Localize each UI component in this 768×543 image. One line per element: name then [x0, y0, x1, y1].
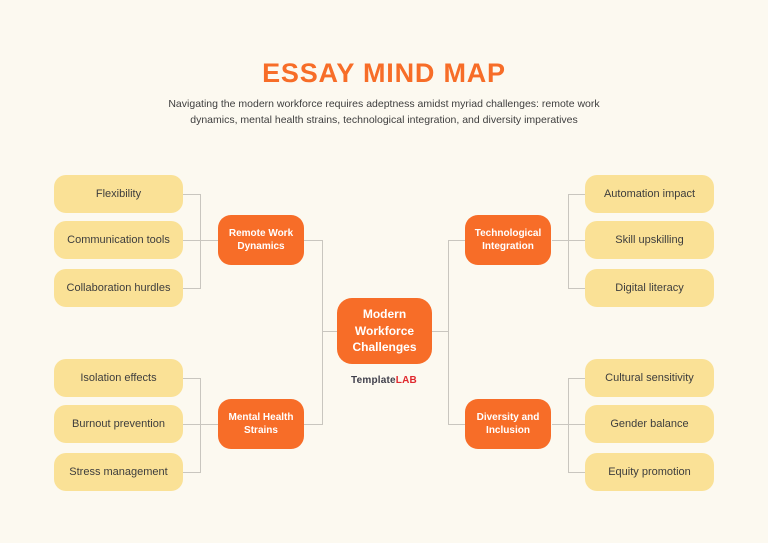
- templatelab-logo: TemplateLAB: [0, 375, 768, 386]
- connector-center-right: [431, 331, 448, 332]
- page-subtitle: Navigating the modern workforce requires…: [168, 98, 600, 127]
- leaf-automation-impact: Automation impact: [585, 175, 714, 213]
- page-title: ESSAY MIND MAP: [262, 58, 506, 88]
- logo-text-lab: LAB: [395, 375, 417, 386]
- connector-equity-promotion: [568, 472, 585, 473]
- leaf-equity-promotion: Equity promotion: [585, 453, 714, 491]
- connector-communication-tools: [183, 240, 218, 241]
- connector-stress-management: [183, 472, 200, 473]
- leaf-burnout-prevention: Burnout prevention: [54, 405, 183, 443]
- leaf-digital-literacy: Digital literacy: [585, 269, 714, 307]
- connector-rail-center-right: [448, 240, 449, 425]
- connector-cultural-sensitivity: [568, 378, 585, 379]
- connector-diversity: [448, 424, 466, 425]
- connector-digital-literacy: [568, 288, 585, 289]
- connector-center-left: [322, 331, 337, 332]
- connector-flexibility: [183, 194, 200, 195]
- central-topic: Modern Workforce Challenges: [337, 298, 432, 364]
- branch-remote-work-dynamics: Remote Work Dynamics: [218, 215, 304, 265]
- leaf-skill-upskilling: Skill upskilling: [585, 221, 714, 259]
- connector-rail-right-top: [568, 194, 569, 289]
- connector-isolation-effects: [183, 378, 200, 379]
- connector-remote-work: [304, 240, 323, 241]
- leaf-stress-management: Stress management: [54, 453, 183, 491]
- connector-collaboration-hurdles: [183, 288, 200, 289]
- leaf-collaboration-hurdles: Collaboration hurdles: [54, 269, 183, 307]
- leaf-communication-tools: Communication tools: [54, 221, 183, 259]
- connector-technological: [448, 240, 466, 241]
- connector-mental-health: [304, 424, 323, 425]
- connector-rail-center-left: [322, 240, 323, 425]
- connector-rail-right-bottom: [568, 378, 569, 473]
- leaf-flexibility: Flexibility: [54, 175, 183, 213]
- leaf-isolation-effects: Isolation effects: [54, 359, 183, 397]
- leaf-cultural-sensitivity: Cultural sensitivity: [585, 359, 714, 397]
- connector-automation-impact: [568, 194, 585, 195]
- branch-mental-health-strains: Mental Health Strains: [218, 399, 304, 449]
- connector-burnout-prevention: [183, 424, 218, 425]
- logo-text-template: Template: [351, 375, 396, 386]
- connector-skill-upskilling: [552, 240, 585, 241]
- branch-technological-integration: Technological Integration: [465, 215, 551, 265]
- connector-rail-left-bottom: [200, 378, 201, 473]
- connector-gender-balance: [552, 424, 585, 425]
- branch-diversity-and-inclusion: Diversity and Inclusion: [465, 399, 551, 449]
- connector-rail-left-top: [200, 194, 201, 289]
- leaf-gender-balance: Gender balance: [585, 405, 714, 443]
